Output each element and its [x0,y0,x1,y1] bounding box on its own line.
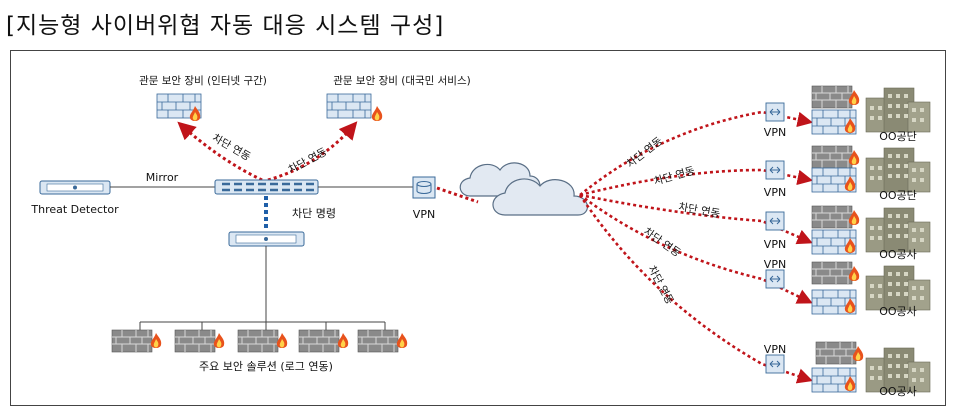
server-icon [228,231,305,247]
log-link-lines [139,246,386,330]
firewall-icon [815,341,857,365]
diagram-frame [10,50,946,406]
building-icon [865,265,931,311]
flame-icon [337,333,349,348]
firewall-icon [811,205,853,229]
branch-block-label: 차단 연동 [641,226,683,260]
branch-block-line [579,168,814,197]
firewall-icon [811,85,853,109]
switch-icon [214,179,319,195]
flame-icon [213,333,225,348]
firewall-icon [811,261,853,285]
vpn-icon [765,102,785,122]
branch-org-label: OO공사 [879,385,917,398]
branch-block-line [579,193,813,245]
branch-org-label: OO공단 [879,189,917,202]
flame-icon [371,106,383,121]
branch-block-label: 차단 연동 [677,201,721,220]
cloud-icon [459,162,588,216]
vpn-icon [765,354,785,374]
mirror-label: Mirror [146,171,179,184]
firewall-icon [111,329,408,353]
page-title: [지능형 사이버위협 자동 대응 시스템 구성] [6,13,445,39]
branch-block-line [578,194,813,384]
branch-org-label: OO공사 [879,248,917,261]
branch-block-line [579,110,814,197]
firewall-icon [156,93,202,121]
branch-vpn-label: VPN [764,238,786,251]
vpn-icon [765,160,785,180]
branch-org-label: OO공사 [879,305,917,318]
fw-public-label: 관문 보안 장비 (대국민 서비스) [333,75,470,87]
branch-block-label: 차단 연동 [624,135,665,171]
threat-detector-label: Threat Detector [30,203,119,216]
firewall-icon [326,93,383,121]
flame-icon [396,333,408,348]
branch-block-line [579,193,813,304]
vpn-center-label: VPN [413,208,435,221]
branch-block-label: 차단 연동 [653,165,697,188]
block-link-label: 차단 연동 [210,132,253,164]
branch-vpn-label: VPN [764,258,786,271]
vpn-icon [765,269,785,289]
firewall-icon [811,145,853,169]
branch-vpn-label: VPN [764,343,786,356]
branch-vpn-label: VPN [764,186,786,199]
block-command-label: 차단 명령 [292,207,336,220]
building-icon [865,147,931,193]
fw-internet-label: 관문 보안 장비 (인터넷 구간) [139,75,267,87]
building-icon [865,87,931,133]
branch-block-label: 차단 연동 [645,264,675,307]
vpn-icon [765,211,785,231]
flame-icon [150,333,162,348]
flame-icon [276,333,288,348]
block-link-label: 차단 연동 [286,146,329,176]
building-icon [865,207,931,253]
branch-vpn-label: VPN [764,126,786,139]
branch-org-label: OO공단 [879,130,917,143]
security-solutions-label: 주요 보안 솔루션 (로그 연동) [199,360,333,373]
vpn-icon [412,176,436,199]
vpn-tunnel-line [436,186,479,204]
server-icon [39,180,111,195]
